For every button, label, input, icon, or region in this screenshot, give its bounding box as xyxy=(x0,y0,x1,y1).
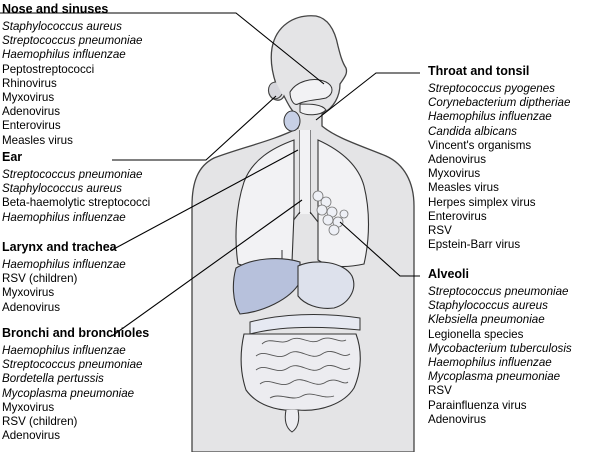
organism-item: Corynebacterium diptheriae xyxy=(428,96,571,110)
organism-item: Myxovirus xyxy=(2,286,55,300)
organism-item: Mycoplasma pneumoniae xyxy=(428,370,561,384)
leader-bronchi xyxy=(111,199,303,337)
organism-item: Haemophilus influenzae xyxy=(428,110,552,124)
organism-item: Myxovirus xyxy=(2,91,55,105)
organism-item: Haemophilus influenzae xyxy=(2,48,126,62)
leader-nose xyxy=(0,12,325,85)
organism-item: Beta-haemolytic streptococci xyxy=(2,196,151,210)
rectum-shape xyxy=(284,409,300,433)
organism-item: Epstein-Barr virus xyxy=(428,238,521,252)
nasal-cavity xyxy=(289,79,333,105)
organism-item: Parainfluenza virus xyxy=(428,398,527,412)
organism-item: Haemophilus influenzae xyxy=(2,210,126,224)
organism-item: Enterovirus xyxy=(428,209,487,223)
mouth-cavity xyxy=(299,103,327,116)
organism-item: Klebsiella pneumoniae xyxy=(428,313,545,327)
leader-throat xyxy=(315,72,420,121)
organism-item: Adenovirus xyxy=(2,300,61,314)
organism-item: Vincent's organisms xyxy=(428,138,532,152)
organism-item: RSV xyxy=(428,224,452,238)
group-title-larynx: Larynx and trachea xyxy=(2,240,117,254)
organism-item: Peptostreptococci xyxy=(2,62,95,76)
organism-item: Mycoplasma pneumoniae xyxy=(2,386,135,400)
group-title-alveoli: Alveoli xyxy=(428,267,469,281)
organism-item: Legionella species xyxy=(428,327,524,341)
organism-item: RSV (children) xyxy=(2,415,78,429)
organism-item: Adenovirus xyxy=(428,412,487,426)
organism-item: Measles virus xyxy=(2,133,73,147)
organism-item: Adenovirus xyxy=(2,105,61,119)
organism-item: Streptococcus pyogenes xyxy=(428,82,555,95)
organism-item: Measles virus xyxy=(428,181,499,195)
trachea-fill xyxy=(300,130,310,214)
stomach-shape xyxy=(297,261,355,309)
leader-larynx xyxy=(111,149,299,251)
organism-item: Adenovirus xyxy=(428,153,487,167)
transverse-colon xyxy=(249,314,361,335)
organism-item: Mycobacterium tuberculosis xyxy=(428,341,572,355)
organism-item: Adenovirus xyxy=(2,429,61,443)
small-intestine-loops xyxy=(255,337,351,399)
leader-ear xyxy=(112,95,277,161)
organism-item: Myxovirus xyxy=(428,167,481,181)
group-title-throat: Throat and tonsil xyxy=(428,64,530,78)
group-title-nose: Nose and sinuses xyxy=(2,2,109,16)
organism-item: Streptococcus pneumoniae xyxy=(2,358,143,372)
organism-item: Bordetella pertussis xyxy=(2,372,104,386)
leader-lines xyxy=(0,12,420,337)
organism-item: Rhinovirus xyxy=(2,76,57,90)
organism-item: Candida albicans xyxy=(428,124,517,138)
organism-item: RSV xyxy=(428,384,452,398)
intestines-outline xyxy=(240,333,361,411)
organism-item: Haemophilus influenzae xyxy=(428,356,552,370)
organism-item: Myxovirus xyxy=(2,400,55,414)
group-title-bronchi: Bronchi and bronchioles xyxy=(2,326,150,340)
organism-item: Staphylococcus aureus xyxy=(2,182,122,196)
organism-item: Staphylococcus aureus xyxy=(428,299,548,313)
organism-item: RSV (children) xyxy=(2,272,78,286)
organism-item: Staphylococcus aureus xyxy=(2,20,122,33)
alveoli-cluster xyxy=(312,190,349,236)
organism-item: Streptococcus pneumoniae xyxy=(428,285,569,298)
ear-shape xyxy=(267,81,283,100)
organism-item: Streptococcus pneumoniae xyxy=(2,168,143,181)
tonsil-shape xyxy=(283,110,301,132)
liver-shape xyxy=(232,258,301,315)
organism-item: Streptococcus pneumoniae xyxy=(2,34,143,48)
organism-item: Haemophilus influenzae xyxy=(2,344,126,357)
organism-item: Herpes simplex virus xyxy=(428,195,536,209)
group-title-ear: Ear xyxy=(2,150,23,164)
organism-item: Haemophilus influenzae xyxy=(2,258,126,271)
leader-alveoli xyxy=(339,221,420,277)
organism-item: Enterovirus xyxy=(2,119,61,133)
